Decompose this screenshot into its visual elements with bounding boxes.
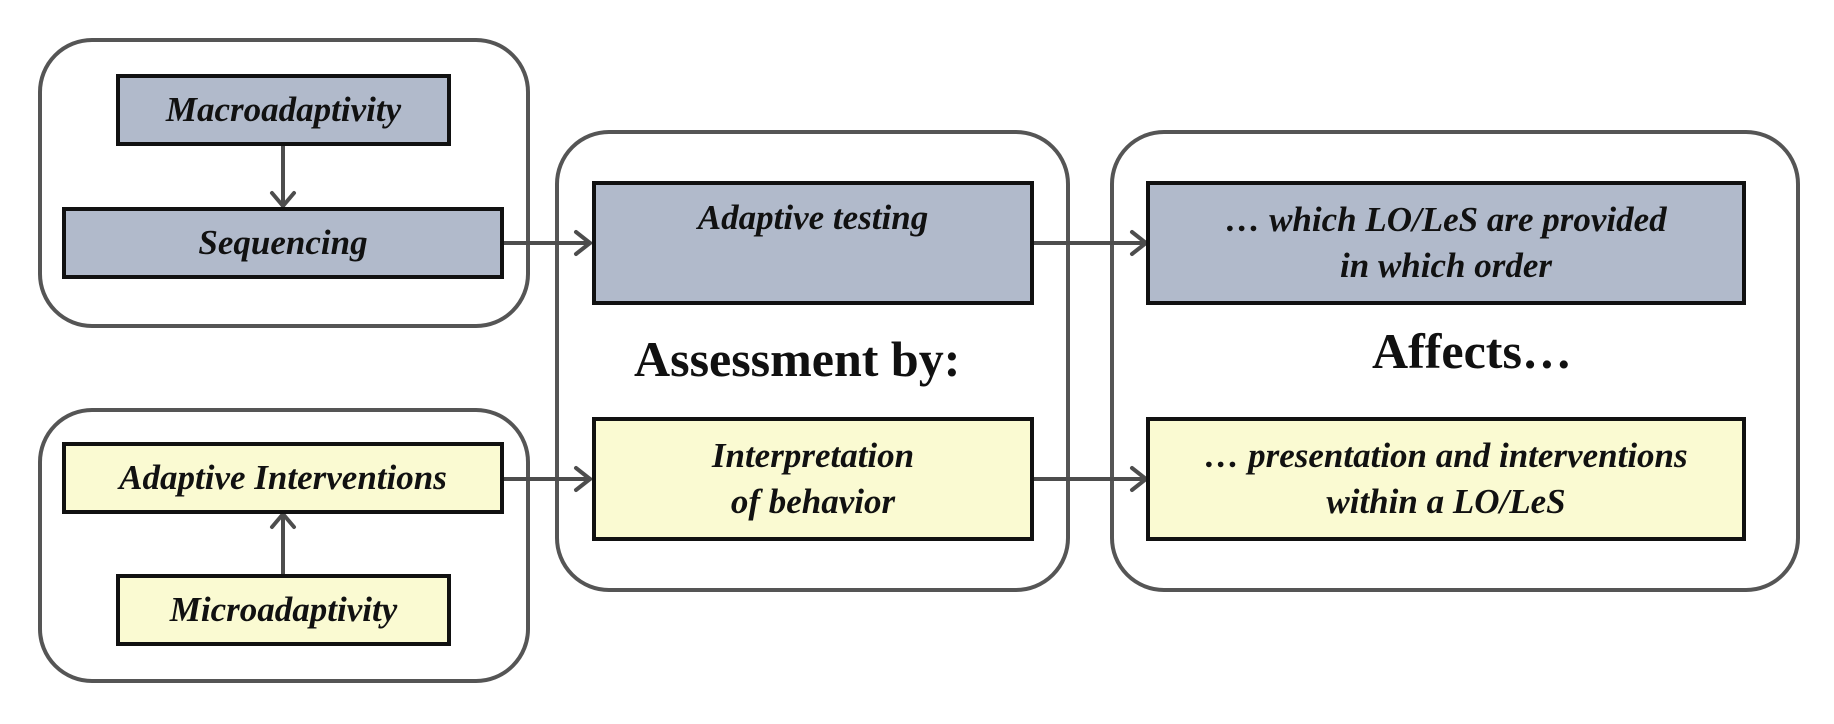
which-lo-label: … which LO/LeS are provided in which ord… [1225, 200, 1667, 285]
arrow-interventions-to-interpretation [500, 466, 592, 492]
macroadaptivity-label: Macroadaptivity [165, 90, 402, 129]
interpretation-label: Interpretation of behavior [711, 436, 915, 521]
macroadaptivity-box: Macroadaptivity [116, 74, 451, 146]
adaptive-testing-label: Adaptive testing [697, 198, 929, 237]
adaptive-interventions-box: Adaptive Interventions [62, 442, 504, 514]
assessment-heading: Assessment by: [634, 331, 961, 387]
sequencing-label: Sequencing [198, 223, 368, 262]
adaptive-testing-box: Adaptive testing [592, 181, 1034, 305]
arrow-microadaptivity-to-interventions [270, 512, 296, 577]
arrow-adaptive-testing-to-which-lo [1030, 230, 1148, 256]
microadaptivity-label: Microadaptivity [169, 590, 398, 629]
arrow-sequencing-to-adaptive-testing [500, 230, 592, 256]
arrow-interpretation-to-presentation [1030, 466, 1148, 492]
arrow-macroadaptivity-to-sequencing [270, 143, 296, 208]
presentation-label: … presentation and interventions within … [1204, 436, 1688, 521]
presentation-box: … presentation and interventions within … [1146, 417, 1746, 541]
sequencing-box: Sequencing [62, 207, 504, 279]
microadaptivity-box: Microadaptivity [116, 574, 451, 646]
adaptive-interventions-label: Adaptive Interventions [119, 458, 447, 497]
which-lo-box: … which LO/LeS are provided in which ord… [1146, 181, 1746, 305]
interpretation-box: Interpretation of behavior [592, 417, 1034, 541]
affects-heading: Affects… [1372, 323, 1572, 379]
